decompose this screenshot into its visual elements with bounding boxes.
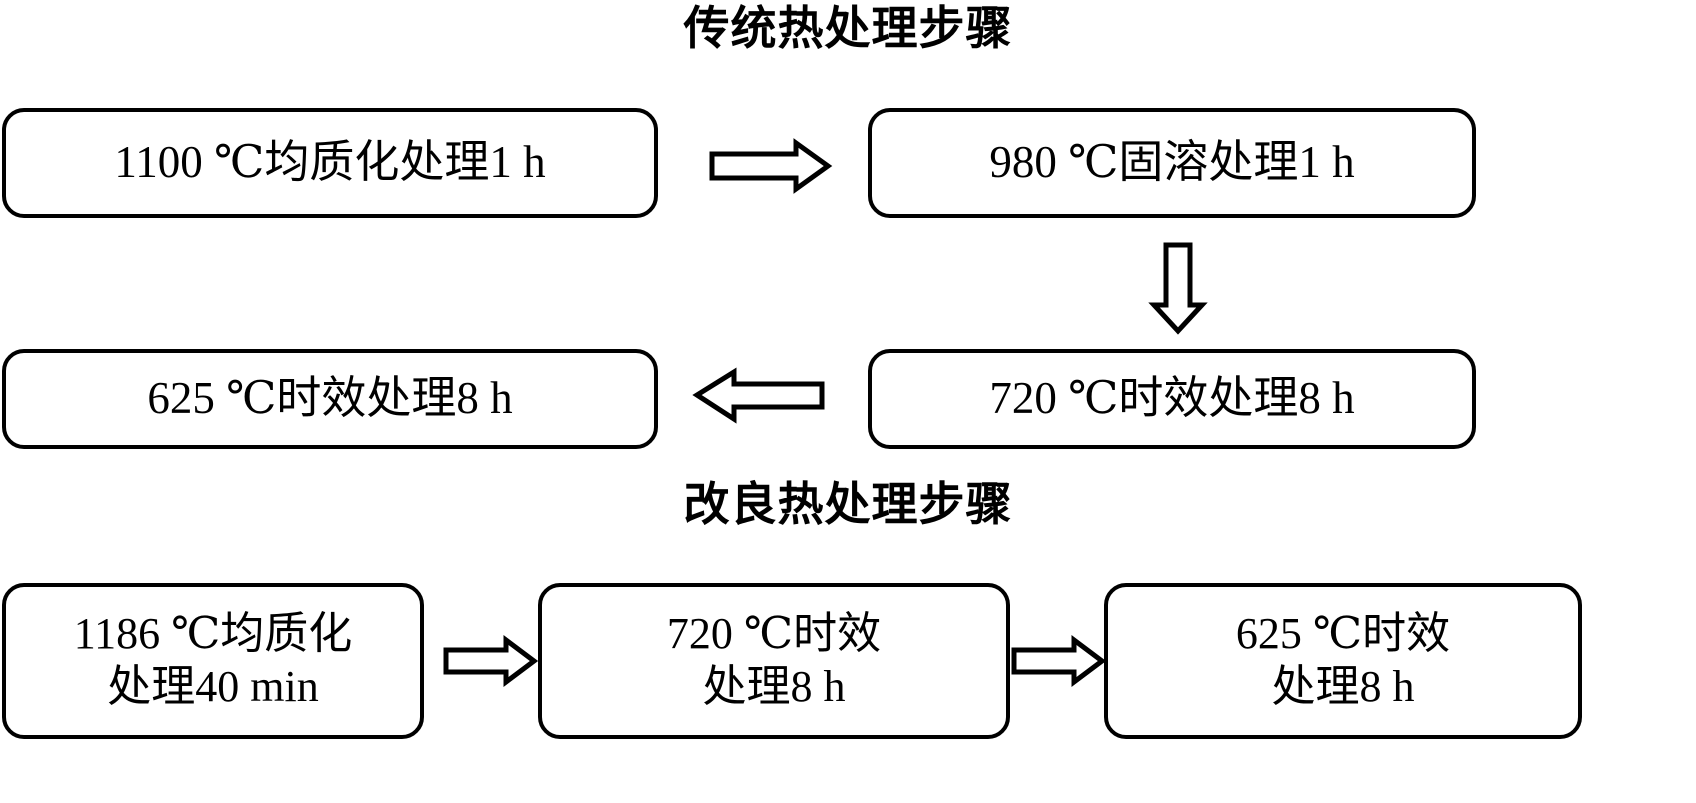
arrow-down-icon-trad-2-to-3 xyxy=(1148,242,1208,335)
section-title-improved: 改良热处理步骤 xyxy=(683,479,1013,530)
process-node-impr-1[interactable]: 1186 ℃均质化 处理40 min xyxy=(2,583,424,739)
arrow-right-icon-impr-1-to-2 xyxy=(443,635,539,687)
process-node-impr-2[interactable]: 720 ℃时效 处理8 h xyxy=(538,583,1010,739)
process-node-trad-3[interactable]: 720 ℃时效处理8 h xyxy=(868,349,1476,449)
process-node-trad-2[interactable]: 980 ℃固溶处理1 h xyxy=(868,108,1476,218)
process-node-trad-4[interactable]: 625 ℃时效处理8 h xyxy=(2,349,658,449)
section-title-traditional: 传统热处理步骤 xyxy=(683,3,1013,54)
arrow-right-icon-trad-1-to-2 xyxy=(709,138,833,194)
process-node-trad-1[interactable]: 1100 ℃均质化处理1 h xyxy=(2,108,658,218)
arrow-left-icon-trad-3-to-4 xyxy=(692,367,825,424)
process-node-impr-3[interactable]: 625 ℃时效 处理8 h xyxy=(1104,583,1582,739)
arrow-right-icon-impr-2-to-3 xyxy=(1011,635,1107,687)
